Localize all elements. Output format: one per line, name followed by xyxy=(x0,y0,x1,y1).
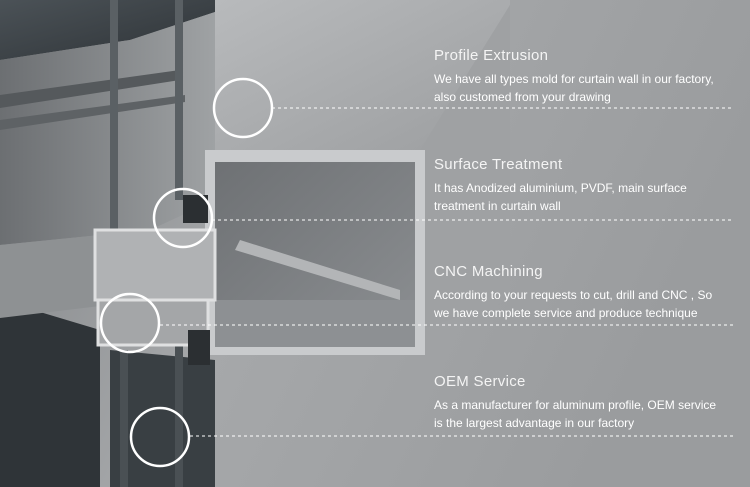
feature-title: CNC Machining xyxy=(434,263,543,280)
circle-marker-icon xyxy=(152,187,214,249)
glass-panel-lower xyxy=(0,300,100,487)
glass-strip-3 xyxy=(120,350,128,487)
feature-description-line: we have complete service and produce tec… xyxy=(434,306,698,320)
chamber-left-1 xyxy=(93,228,217,302)
feature-oem-service: OEM Service As a manufacturer for alumin… xyxy=(434,373,744,432)
glass-strip-2 xyxy=(175,0,183,200)
feature-description-line: As a manufacturer for aluminum profile, … xyxy=(434,398,717,412)
feature-description-line: According to your requests to cut, drill… xyxy=(434,288,713,302)
feature-description: According to your requests to cut, drill… xyxy=(434,286,744,322)
profile-inner-floor xyxy=(215,300,415,347)
circle-marker-icon xyxy=(212,77,274,139)
feature-description-line: treatment in curtain wall xyxy=(434,199,561,213)
feature-title: OEM Service xyxy=(434,373,526,390)
circle-marker-icon xyxy=(129,406,191,468)
profile-top-face xyxy=(215,0,510,150)
feature-description-line: It has Anodized aluminium, PVDF, main su… xyxy=(434,181,687,195)
gasket-2 xyxy=(188,330,210,365)
glass-strip-1 xyxy=(110,0,118,230)
feature-cnc-machining: CNC Machining According to your requests… xyxy=(434,263,744,322)
feature-description-line: also customed from your drawing xyxy=(434,90,611,104)
mullion-body xyxy=(0,12,215,245)
feature-description-line: We have all types mold for curtain wall … xyxy=(434,72,714,86)
feature-description: As a manufacturer for aluminum profile, … xyxy=(434,396,744,432)
feature-description: It has Anodized aluminium, PVDF, main su… xyxy=(434,179,744,215)
glass-panel-upper xyxy=(0,0,215,60)
feature-description: We have all types mold for curtain wall … xyxy=(434,70,744,106)
feature-profile-extrusion: Profile Extrusion We have all types mold… xyxy=(434,47,744,106)
mullion-groove-2 xyxy=(0,95,185,130)
profile-inner-rail xyxy=(235,240,400,300)
feature-surface-treatment: Surface Treatment It has Anodized alumin… xyxy=(434,156,744,215)
circle-marker-icon xyxy=(99,292,161,354)
gasket-1 xyxy=(183,195,208,223)
feature-description-line: is the largest advantage in our factory xyxy=(434,416,635,430)
mullion-groove-1 xyxy=(0,70,180,108)
feature-title: Surface Treatment xyxy=(434,156,563,173)
feature-title: Profile Extrusion xyxy=(434,47,549,64)
profile-right-face xyxy=(420,5,510,330)
